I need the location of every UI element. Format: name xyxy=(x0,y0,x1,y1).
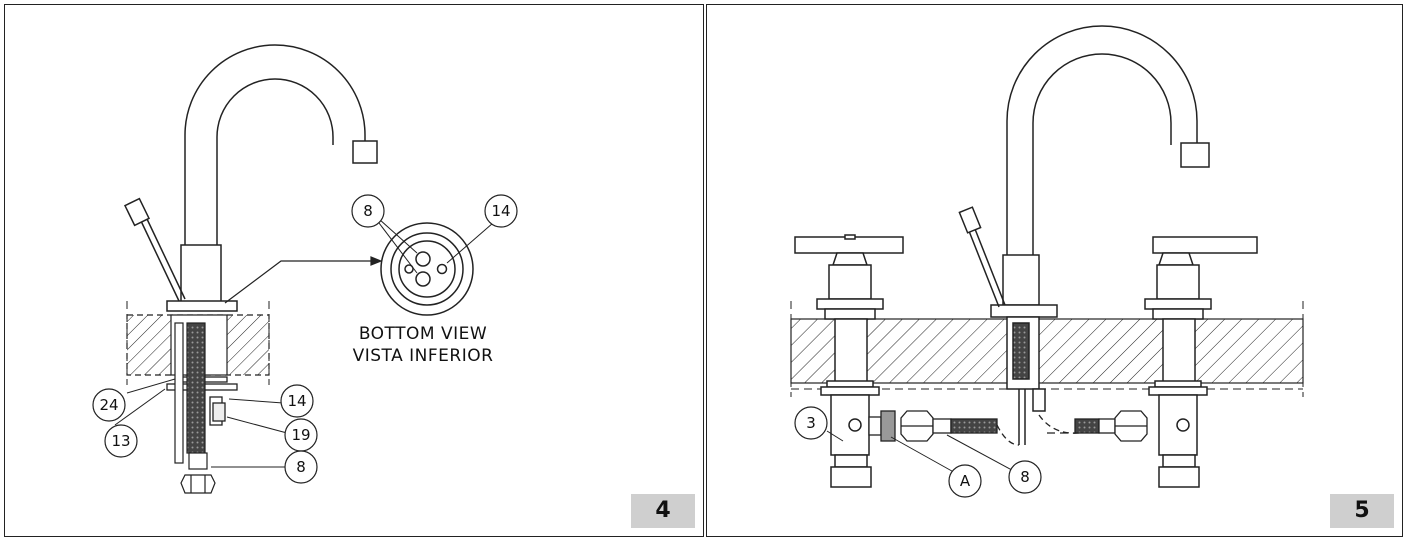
faucet-body xyxy=(166,244,238,312)
callout-8: 8 xyxy=(1008,460,1042,494)
callout-3: 3 xyxy=(794,406,828,440)
svg-text:14: 14 xyxy=(287,392,306,410)
lever-handle xyxy=(123,197,186,302)
vista-inferior-label: VISTA INFERIOR xyxy=(353,346,494,366)
step-number-badge: 4 xyxy=(631,494,695,528)
svg-text:24: 24 xyxy=(99,396,118,414)
faucet-installation-drawing-4: BOTTOM VIEW VISTA INFERIOR 8 14 24 xyxy=(92,44,518,494)
faucet-installation-drawing-5: 3 A 8 xyxy=(790,25,1304,498)
supply-hoses xyxy=(174,322,216,494)
step-number-badge: 5 xyxy=(1330,494,1394,528)
right-supply-connection xyxy=(1038,410,1148,442)
callout-14-top: 14 xyxy=(484,194,518,228)
svg-text:A: A xyxy=(960,472,971,490)
svg-text:14: 14 xyxy=(491,202,510,220)
callout-leaders xyxy=(826,430,1022,476)
callout-24: 24 xyxy=(92,388,126,422)
panel-step-5: 3 A 8 5 xyxy=(706,4,1403,537)
svg-text:8: 8 xyxy=(296,458,306,476)
left-valve-handle xyxy=(794,234,904,488)
svg-text:8: 8 xyxy=(363,202,373,220)
svg-text:3: 3 xyxy=(806,414,816,432)
callout-8-bottom: 8 xyxy=(284,450,318,484)
faucet-spout xyxy=(1006,25,1210,255)
panel-step-4: BOTTOM VIEW VISTA INFERIOR 8 14 24 xyxy=(4,4,704,537)
bottom-view-arrow xyxy=(224,256,383,304)
bottom-view-diagram xyxy=(380,222,474,316)
svg-text:19: 19 xyxy=(291,426,310,444)
svg-text:8: 8 xyxy=(1020,468,1030,486)
callout-14-bottom: 14 xyxy=(280,384,314,418)
callout-8-top: 8 xyxy=(351,194,385,228)
faucet-spout xyxy=(184,44,378,245)
callout-leaders xyxy=(114,218,494,468)
callout-13: 13 xyxy=(104,424,138,458)
faucet-body xyxy=(990,254,1058,445)
callout-19: 19 xyxy=(284,418,318,452)
left-supply-connection xyxy=(868,410,1020,446)
bottom-view-label: BOTTOM VIEW xyxy=(359,324,487,344)
countertop-section xyxy=(790,301,1304,397)
lever-handle xyxy=(958,206,1006,308)
svg-text:13: 13 xyxy=(111,432,130,450)
right-valve-handle xyxy=(1144,236,1258,488)
callout-A: A xyxy=(948,464,982,498)
